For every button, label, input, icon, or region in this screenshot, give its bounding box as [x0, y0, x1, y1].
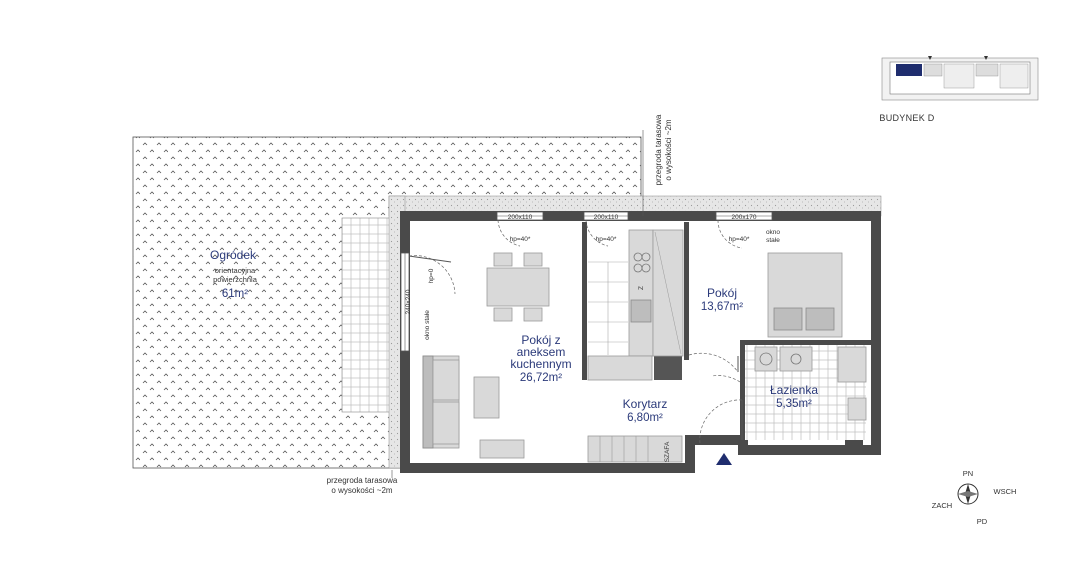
entrance-arrow-icon	[716, 453, 732, 465]
window-3-note-2: stałe	[766, 237, 780, 244]
garden-area-label: 61m²	[222, 288, 248, 300]
tv-cabinet	[479, 439, 525, 459]
kitchen-floor-lines	[588, 261, 628, 355]
corridor-name: Korytarz	[623, 397, 668, 411]
outer-walls	[400, 211, 881, 473]
coffee-table	[473, 376, 500, 419]
window-1-hp: hp=40*	[510, 236, 531, 243]
compass-north: PN	[963, 469, 973, 478]
partition-top-1: przegroda tarasowa	[654, 114, 663, 185]
kitchen-mark: Z	[638, 286, 645, 290]
window-4-note: okno stałe	[424, 310, 431, 340]
toilet	[847, 397, 867, 421]
partition-top-2: o wysokości ~2m	[664, 119, 673, 180]
window-1-size: 200x110	[508, 214, 533, 221]
building-label: BUDYNEK D	[879, 113, 934, 123]
compass-icon	[957, 483, 979, 505]
bedroom-name: Pokój	[707, 286, 737, 300]
wall-bedroom-left	[684, 222, 689, 360]
window-4-size: 240x240	[405, 289, 412, 314]
compass-west: ZACH	[932, 501, 952, 510]
wall-bedroom-bottom	[740, 340, 875, 345]
partition-bottom-1: przegroda tarasowa	[327, 476, 398, 485]
wardrobe	[587, 435, 683, 463]
window-2-size: 200x110	[594, 214, 619, 221]
dining-table	[486, 267, 550, 307]
wall-kitchen-block	[654, 356, 682, 382]
compass-east: WSCH	[994, 487, 1017, 496]
living-name-1: Pokój z	[521, 333, 560, 347]
shower	[754, 346, 778, 372]
window-3-note-1: okno	[766, 229, 780, 236]
building-keyplan	[881, 56, 1039, 101]
bathroom-area: 5,35m²	[776, 398, 812, 410]
bathroom-name: Łazienka	[770, 383, 818, 397]
partition-bottom-2: o wysokości ~2m	[331, 486, 392, 495]
bedroom-area: 13,67m²	[701, 301, 743, 313]
garden-name: Ogródek	[210, 248, 257, 262]
garden-note-2: powierzchnia	[213, 275, 258, 284]
wall-corridor-bottom	[587, 380, 687, 384]
washbasin	[779, 346, 813, 372]
wardrobe-mark: SZAFA	[664, 441, 671, 462]
window-3-size: 200x170	[732, 214, 757, 221]
window-3-hp: hp=40*	[729, 236, 750, 243]
washing-machine	[837, 346, 867, 383]
living-area: 26,72m²	[520, 372, 562, 384]
garden-note-1: orientacyjna	[215, 266, 256, 275]
window-4-hp: hp=0	[428, 268, 435, 283]
window-2-hp: hp=40*	[596, 236, 617, 243]
corridor-area: 6,80m²	[627, 412, 663, 424]
wall-bath-left	[740, 340, 745, 445]
compass-south: PD	[977, 517, 988, 526]
living-name-2: aneksem	[517, 345, 566, 359]
kitchen-counter	[628, 229, 654, 357]
wall-living-corridor	[582, 222, 587, 380]
living-name-3: kuchennym	[510, 357, 571, 371]
